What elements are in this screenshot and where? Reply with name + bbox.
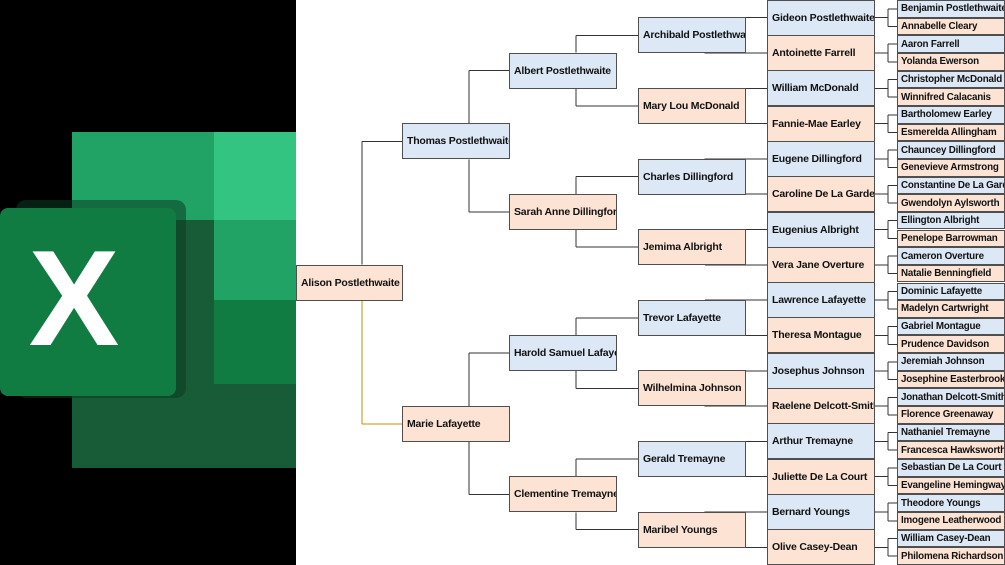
person-josephine-easterbrook[interactable]: Josephine Easterbrook — [897, 370, 1005, 389]
person-esmerelda-allingham[interactable]: Esmerelda Allingham — [897, 123, 1005, 142]
person-fannie-mae-earley[interactable]: Fannie-Mae Earley — [767, 105, 875, 142]
person-imogene-leatherwood[interactable]: Imogene Leatherwood — [897, 512, 1005, 530]
person-josephus-johnson[interactable]: Josephus Johnson — [767, 352, 875, 389]
person-madelyn-cartwright[interactable]: Madelyn Cartwright — [897, 300, 1005, 318]
person-mary-lou-mcdonald[interactable]: Mary Lou McDonald — [638, 87, 746, 124]
person-archibald-postlethwaite[interactable]: Archibald Postlethwaite — [638, 17, 746, 54]
person-evangeline-hemingway[interactable]: Evangeline Hemingway — [897, 476, 1005, 495]
person-jemima-albright[interactable]: Jemima Albright — [638, 229, 746, 266]
person-trevor-lafayette[interactable]: Trevor Lafayette — [638, 299, 746, 336]
person-albert-postlethwaite[interactable]: Albert Postlethwaite — [509, 52, 617, 89]
person-thomas-postlethwaite[interactable]: Thomas Postlethwaite — [402, 123, 510, 160]
person-caroline-de-la-garde[interactable]: Caroline De La Garde — [767, 176, 875, 213]
person-annabelle-cleary[interactable]: Annabelle Cleary — [897, 17, 1005, 36]
person-francesca-hawksworth[interactable]: Francesca Hawksworth — [897, 441, 1005, 460]
person-eugene-dillingford[interactable]: Eugene Dillingford — [767, 140, 875, 177]
person-constantine-de-la-garde[interactable]: Constantine De La Garde — [897, 176, 1005, 195]
person-yolanda-ewerson[interactable]: Yolanda Ewerson — [897, 52, 1005, 71]
person-gerald-tremayne[interactable]: Gerald Tremayne — [638, 441, 746, 478]
person-christopher-mcdonald[interactable]: Christopher McDonald — [897, 70, 1005, 89]
excel-logo-panel: X — [0, 0, 296, 565]
person-aaron-farrell[interactable]: Aaron Farrell — [897, 35, 1005, 53]
logo-tile-lower-right — [214, 300, 296, 384]
logo-tile-top-right — [214, 132, 296, 220]
excel-logo-icon: X — [0, 132, 296, 468]
person-lawrence-lafayette[interactable]: Lawrence Lafayette — [767, 282, 875, 319]
logo-letter-box — [0, 208, 176, 396]
person-gabriel-montague[interactable]: Gabriel Montague — [897, 317, 1005, 336]
person-winnifred-calacanis[interactable]: Winnifred Calacanis — [897, 88, 1005, 106]
person-juliette-de-la-court[interactable]: Juliette De La Court — [767, 458, 875, 495]
person-bartholomew-earley[interactable]: Bartholomew Earley — [897, 105, 1005, 124]
person-raelene-delcott-smith[interactable]: Raelene Delcott-Smith — [767, 388, 875, 425]
person-chauncey-dillingford[interactable]: Chauncey Dillingford — [897, 141, 1005, 159]
person-maribel-youngs[interactable]: Maribel Youngs — [638, 511, 746, 548]
person-natalie-benningfield[interactable]: Natalie Benningfield — [897, 264, 1005, 283]
person-penelope-barrowman[interactable]: Penelope Barrowman — [897, 229, 1005, 248]
person-arthur-tremayne[interactable]: Arthur Tremayne — [767, 423, 875, 460]
person-sebastian-de-la-court[interactable]: Sebastian De La Court — [897, 459, 1005, 477]
person-theresa-montague[interactable]: Theresa Montague — [767, 317, 875, 354]
person-cameron-overture[interactable]: Cameron Overture — [897, 247, 1005, 265]
person-nathaniel-tremayne[interactable]: Nathaniel Tremayne — [897, 423, 1005, 442]
person-charles-dillingford[interactable]: Charles Dillingford — [638, 158, 746, 195]
person-jonathan-delcott-smith[interactable]: Jonathan Delcott-Smith — [897, 388, 1005, 407]
person-marie-lafayette[interactable]: Marie Lafayette — [402, 405, 510, 442]
person-vera-jane-overture[interactable]: Vera Jane Overture — [767, 246, 875, 283]
person-theodore-youngs[interactable]: Theodore Youngs — [897, 494, 1005, 512]
person-clementine-tremayne[interactable]: Clementine Tremayne — [509, 476, 617, 513]
person-dominic-lafayette[interactable]: Dominic Lafayette — [897, 282, 1005, 301]
person-benjamin-postlethwaite[interactable]: Benjamin Postlethwaite — [897, 0, 1005, 18]
person-sarah-anne-dillingford[interactable]: Sarah Anne Dillingford — [509, 193, 617, 230]
person-ellington-albright[interactable]: Ellington Albright — [897, 211, 1005, 230]
person-alison-postlethwaite[interactable]: Alison Postlethwaite — [296, 264, 403, 301]
person-philomena-richardson[interactable]: Philomena Richardson — [897, 547, 1005, 565]
person-william-mcdonald[interactable]: William McDonald — [767, 70, 875, 107]
person-antoinette-farrell[interactable]: Antoinette Farrell — [767, 34, 875, 71]
person-olive-casey-dean[interactable]: Olive Casey-Dean — [767, 529, 875, 565]
person-wilhelmina-johnson[interactable]: Wilhelmina Johnson — [638, 370, 746, 407]
logo-tile-mid-right — [214, 220, 296, 300]
person-jeremiah-johnson[interactable]: Jeremiah Johnson — [897, 353, 1005, 371]
person-genevieve-armstrong[interactable]: Genevieve Armstrong — [897, 158, 1005, 177]
person-gwendolyn-aylsworth[interactable]: Gwendolyn Aylsworth — [897, 194, 1005, 212]
person-william-casey-dean[interactable]: William Casey-Dean — [897, 529, 1005, 548]
logo-letter: X — [29, 222, 120, 374]
person-prudence-davidson[interactable]: Prudence Davidson — [897, 335, 1005, 354]
person-harold-samuel-lafayette[interactable]: Harold Samuel Lafayette — [509, 335, 617, 372]
person-florence-greenaway[interactable]: Florence Greenaway — [897, 406, 1005, 424]
person-eugenius-albright[interactable]: Eugenius Albright — [767, 211, 875, 248]
person-bernard-youngs[interactable]: Bernard Youngs — [767, 494, 875, 531]
person-gideon-postlethwaite[interactable]: Gideon Postlethwaite — [767, 0, 875, 36]
